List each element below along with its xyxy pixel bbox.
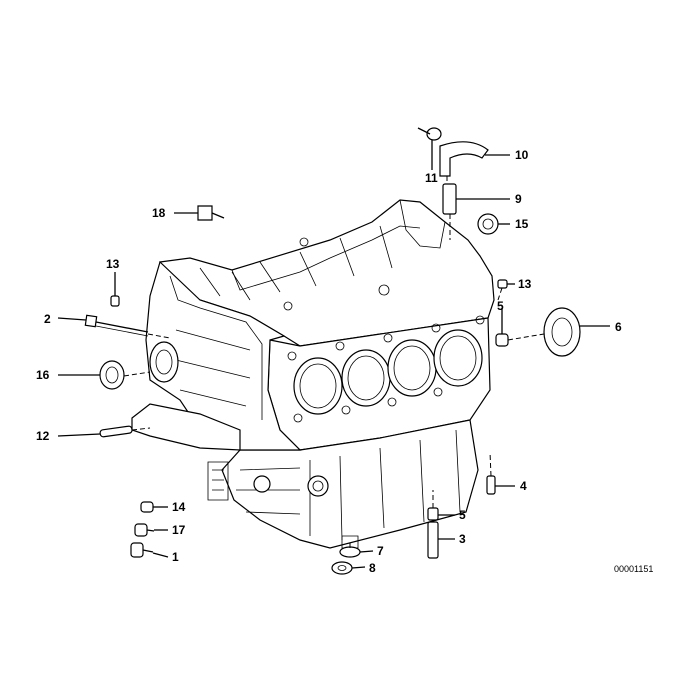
callout-8: 8 xyxy=(369,561,376,575)
part-8-washer xyxy=(331,561,353,575)
reference-number: 00001151 xyxy=(614,564,653,574)
callout-2: 2 xyxy=(44,312,51,326)
callout-labels: 1 2 3 4 5 5 6 7 8 9 10 11 12 13 13 14 15… xyxy=(36,148,622,575)
part-10-elbow-pipe xyxy=(426,127,489,177)
part-1-screw xyxy=(130,542,154,558)
part-2-bolt xyxy=(84,314,149,337)
part-16-seal-ring xyxy=(99,360,125,390)
callout-13-right: 13 xyxy=(518,277,532,291)
part-17-screw xyxy=(134,523,155,537)
part-18-fitting xyxy=(197,205,225,221)
callout-15: 15 xyxy=(515,217,529,231)
part-9-tube xyxy=(442,183,457,215)
callout-13-left: 13 xyxy=(106,257,120,271)
part-5-dowel-lower xyxy=(427,507,439,521)
callout-leaders xyxy=(57,127,610,569)
part-6-radial-seal xyxy=(543,307,581,357)
part-7-plug xyxy=(339,546,361,558)
assembly-lines xyxy=(123,176,545,548)
part-3-bolt xyxy=(427,521,439,559)
part-13-plug-right xyxy=(497,279,508,289)
engine-block xyxy=(131,199,495,549)
part-5-dowel-upper xyxy=(495,333,509,347)
callout-3: 3 xyxy=(459,532,466,546)
part-13-plug-left xyxy=(110,295,120,307)
callout-16: 16 xyxy=(36,368,50,382)
callout-7: 7 xyxy=(377,544,384,558)
callout-10: 10 xyxy=(515,148,529,162)
callout-9: 9 xyxy=(515,192,522,206)
callout-14: 14 xyxy=(172,500,186,514)
callout-1: 1 xyxy=(172,550,179,564)
callout-6: 6 xyxy=(615,320,622,334)
callout-12: 12 xyxy=(36,429,50,443)
callout-11: 11 xyxy=(425,171,438,185)
callout-17: 17 xyxy=(172,523,186,537)
callout-5-upper: 5 xyxy=(497,299,504,313)
callout-18: 18 xyxy=(152,206,166,220)
part-15-bush xyxy=(477,213,499,235)
callout-4: 4 xyxy=(520,479,527,493)
part-12-stud xyxy=(99,425,133,438)
callout-5-lower: 5 xyxy=(459,508,466,522)
part-14-screw xyxy=(140,501,154,513)
part-4-bolt xyxy=(486,475,496,495)
